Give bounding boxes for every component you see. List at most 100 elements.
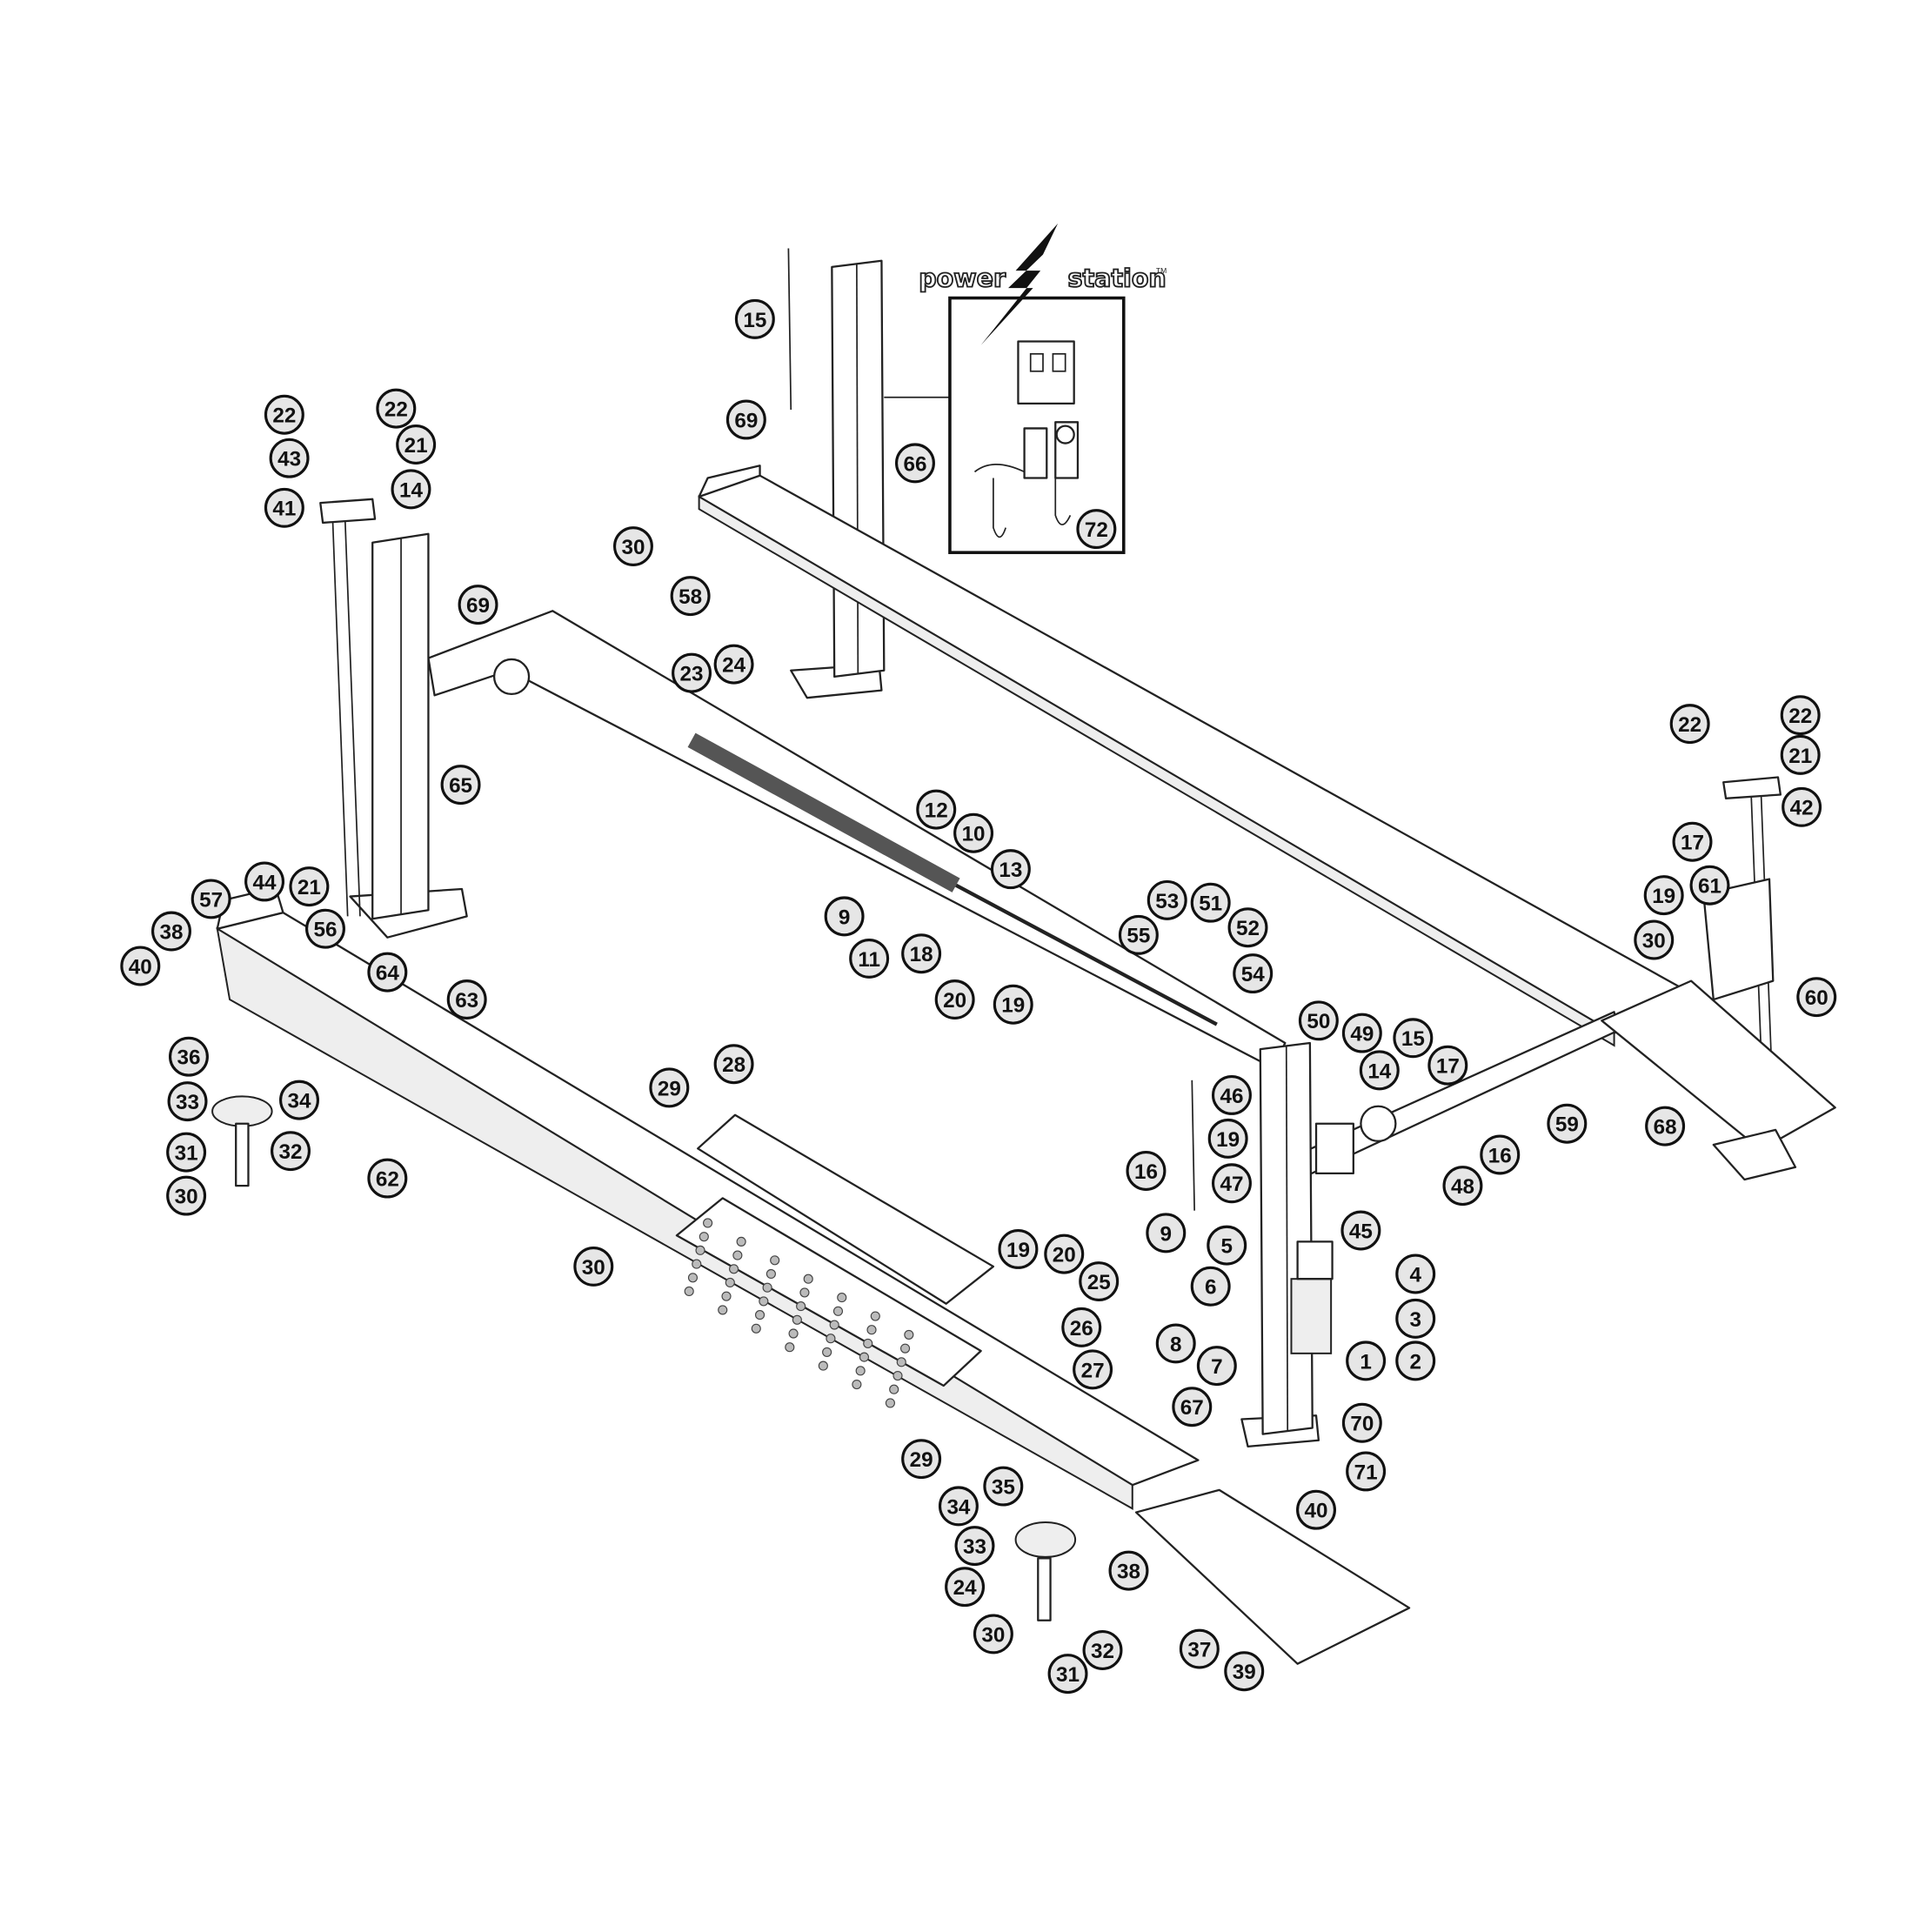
plate-hole	[866, 1325, 877, 1335]
callout: 51	[1190, 882, 1231, 923]
callout-number: 30	[582, 1256, 605, 1280]
callout-circle	[376, 388, 417, 429]
callout-number: 50	[1307, 1010, 1330, 1033]
callout-number: 68	[1654, 1116, 1677, 1140]
callout-number: 30	[621, 536, 645, 559]
callout-circle	[1395, 1253, 1436, 1294]
callout-number: 7	[1211, 1355, 1223, 1379]
callout-circle	[304, 908, 345, 949]
callout-number: 69	[734, 409, 758, 432]
callout-circle	[945, 1567, 986, 1608]
callout: 46	[1211, 1074, 1252, 1115]
callout-number: 12	[925, 799, 948, 823]
plate-hole	[837, 1293, 847, 1303]
callout-number: 44	[253, 871, 277, 894]
callout-circle	[1126, 1151, 1167, 1191]
callout: 16	[1480, 1134, 1521, 1175]
callout: 6	[1190, 1266, 1231, 1307]
lightning-bolt-icon	[980, 223, 1059, 345]
callout: 30	[166, 1175, 207, 1216]
callout-number: 43	[277, 448, 301, 471]
callout-number: 22	[1678, 713, 1701, 737]
callout-circle	[269, 438, 310, 478]
plate-hole	[762, 1282, 772, 1293]
callout: 3	[1395, 1298, 1436, 1339]
logo-power: power	[919, 264, 1006, 293]
callout-circle	[168, 1036, 209, 1077]
callout-circle	[1108, 1550, 1149, 1591]
callout: 58	[670, 576, 711, 617]
callout-circle	[1547, 1103, 1588, 1144]
callout-number: 40	[129, 955, 152, 979]
callout: 50	[1298, 1000, 1339, 1041]
power-unit-1	[1290, 1278, 1333, 1354]
callout-circle	[573, 1246, 614, 1287]
callout-circle	[120, 946, 161, 986]
callout-number: 25	[1087, 1271, 1111, 1294]
callout: 19	[1643, 875, 1684, 916]
plate-hole	[718, 1305, 728, 1315]
callout: 32	[1082, 1630, 1123, 1670]
callout-circle	[458, 585, 498, 625]
callout-number: 58	[679, 585, 702, 609]
callout-circle	[849, 938, 890, 979]
callout: 19	[993, 984, 1033, 1025]
callout: 19	[998, 1228, 1039, 1269]
callout-number: 57	[199, 888, 223, 912]
callout-number: 53	[1155, 890, 1179, 913]
callout-circle	[725, 399, 766, 440]
callout-circle	[150, 911, 191, 952]
callout-circle	[983, 1466, 1024, 1507]
callout-number: 48	[1451, 1175, 1474, 1199]
plate-hole	[855, 1366, 866, 1376]
callout: 30	[973, 1614, 1013, 1655]
callout: 30	[612, 526, 653, 567]
callout: 31	[166, 1132, 207, 1173]
plate-holes	[684, 1218, 914, 1408]
callout-circle	[1179, 1628, 1220, 1669]
callout: 22	[1669, 704, 1710, 745]
callout-circle	[1346, 1451, 1387, 1492]
callout: 18	[901, 933, 942, 974]
plate-hole	[759, 1296, 769, 1307]
bracket-61	[1702, 878, 1775, 1001]
callout: 1	[1346, 1340, 1387, 1381]
callout-number: 35	[992, 1475, 1015, 1499]
callout-circle	[264, 394, 304, 435]
inset-frame	[948, 296, 1126, 554]
caster-rear	[211, 1095, 273, 1127]
callout-circle	[713, 1044, 754, 1085]
callout: 68	[1645, 1106, 1686, 1146]
callout-number: 32	[1091, 1640, 1114, 1663]
plate-hole	[792, 1314, 802, 1325]
plate-hole	[765, 1268, 776, 1280]
plate-hole	[770, 1255, 780, 1266]
callout: 61	[1689, 865, 1730, 906]
callout-number: 24	[722, 654, 745, 678]
callout: 63	[446, 979, 487, 1020]
callout-number: 16	[1134, 1160, 1158, 1184]
callout-circle	[672, 652, 712, 693]
callout: 54	[1233, 953, 1274, 994]
plate-hole	[829, 1320, 839, 1330]
plate-hole	[687, 1273, 699, 1283]
plate-hole	[885, 1398, 895, 1408]
callout: 21	[1780, 734, 1821, 775]
callout-circle	[396, 425, 437, 465]
callout: 14	[1359, 1050, 1400, 1091]
plate-hole	[822, 1347, 832, 1357]
callout: 26	[1061, 1307, 1102, 1347]
callout-circle	[1480, 1134, 1521, 1175]
callout-number: 49	[1350, 1023, 1374, 1046]
callout-circle	[1224, 1651, 1265, 1692]
callout: 9	[824, 896, 865, 937]
callout-number: 14	[399, 478, 423, 502]
callout-number: 42	[1790, 797, 1814, 820]
callout-number: 17	[1681, 832, 1704, 855]
callout-number: 70	[1350, 1413, 1374, 1436]
callout: 37	[1179, 1628, 1220, 1669]
callout-number: 30	[1642, 929, 1666, 953]
plate-hole	[818, 1360, 828, 1371]
callout-number: 55	[1126, 925, 1150, 948]
callout-number: 29	[910, 1448, 933, 1472]
